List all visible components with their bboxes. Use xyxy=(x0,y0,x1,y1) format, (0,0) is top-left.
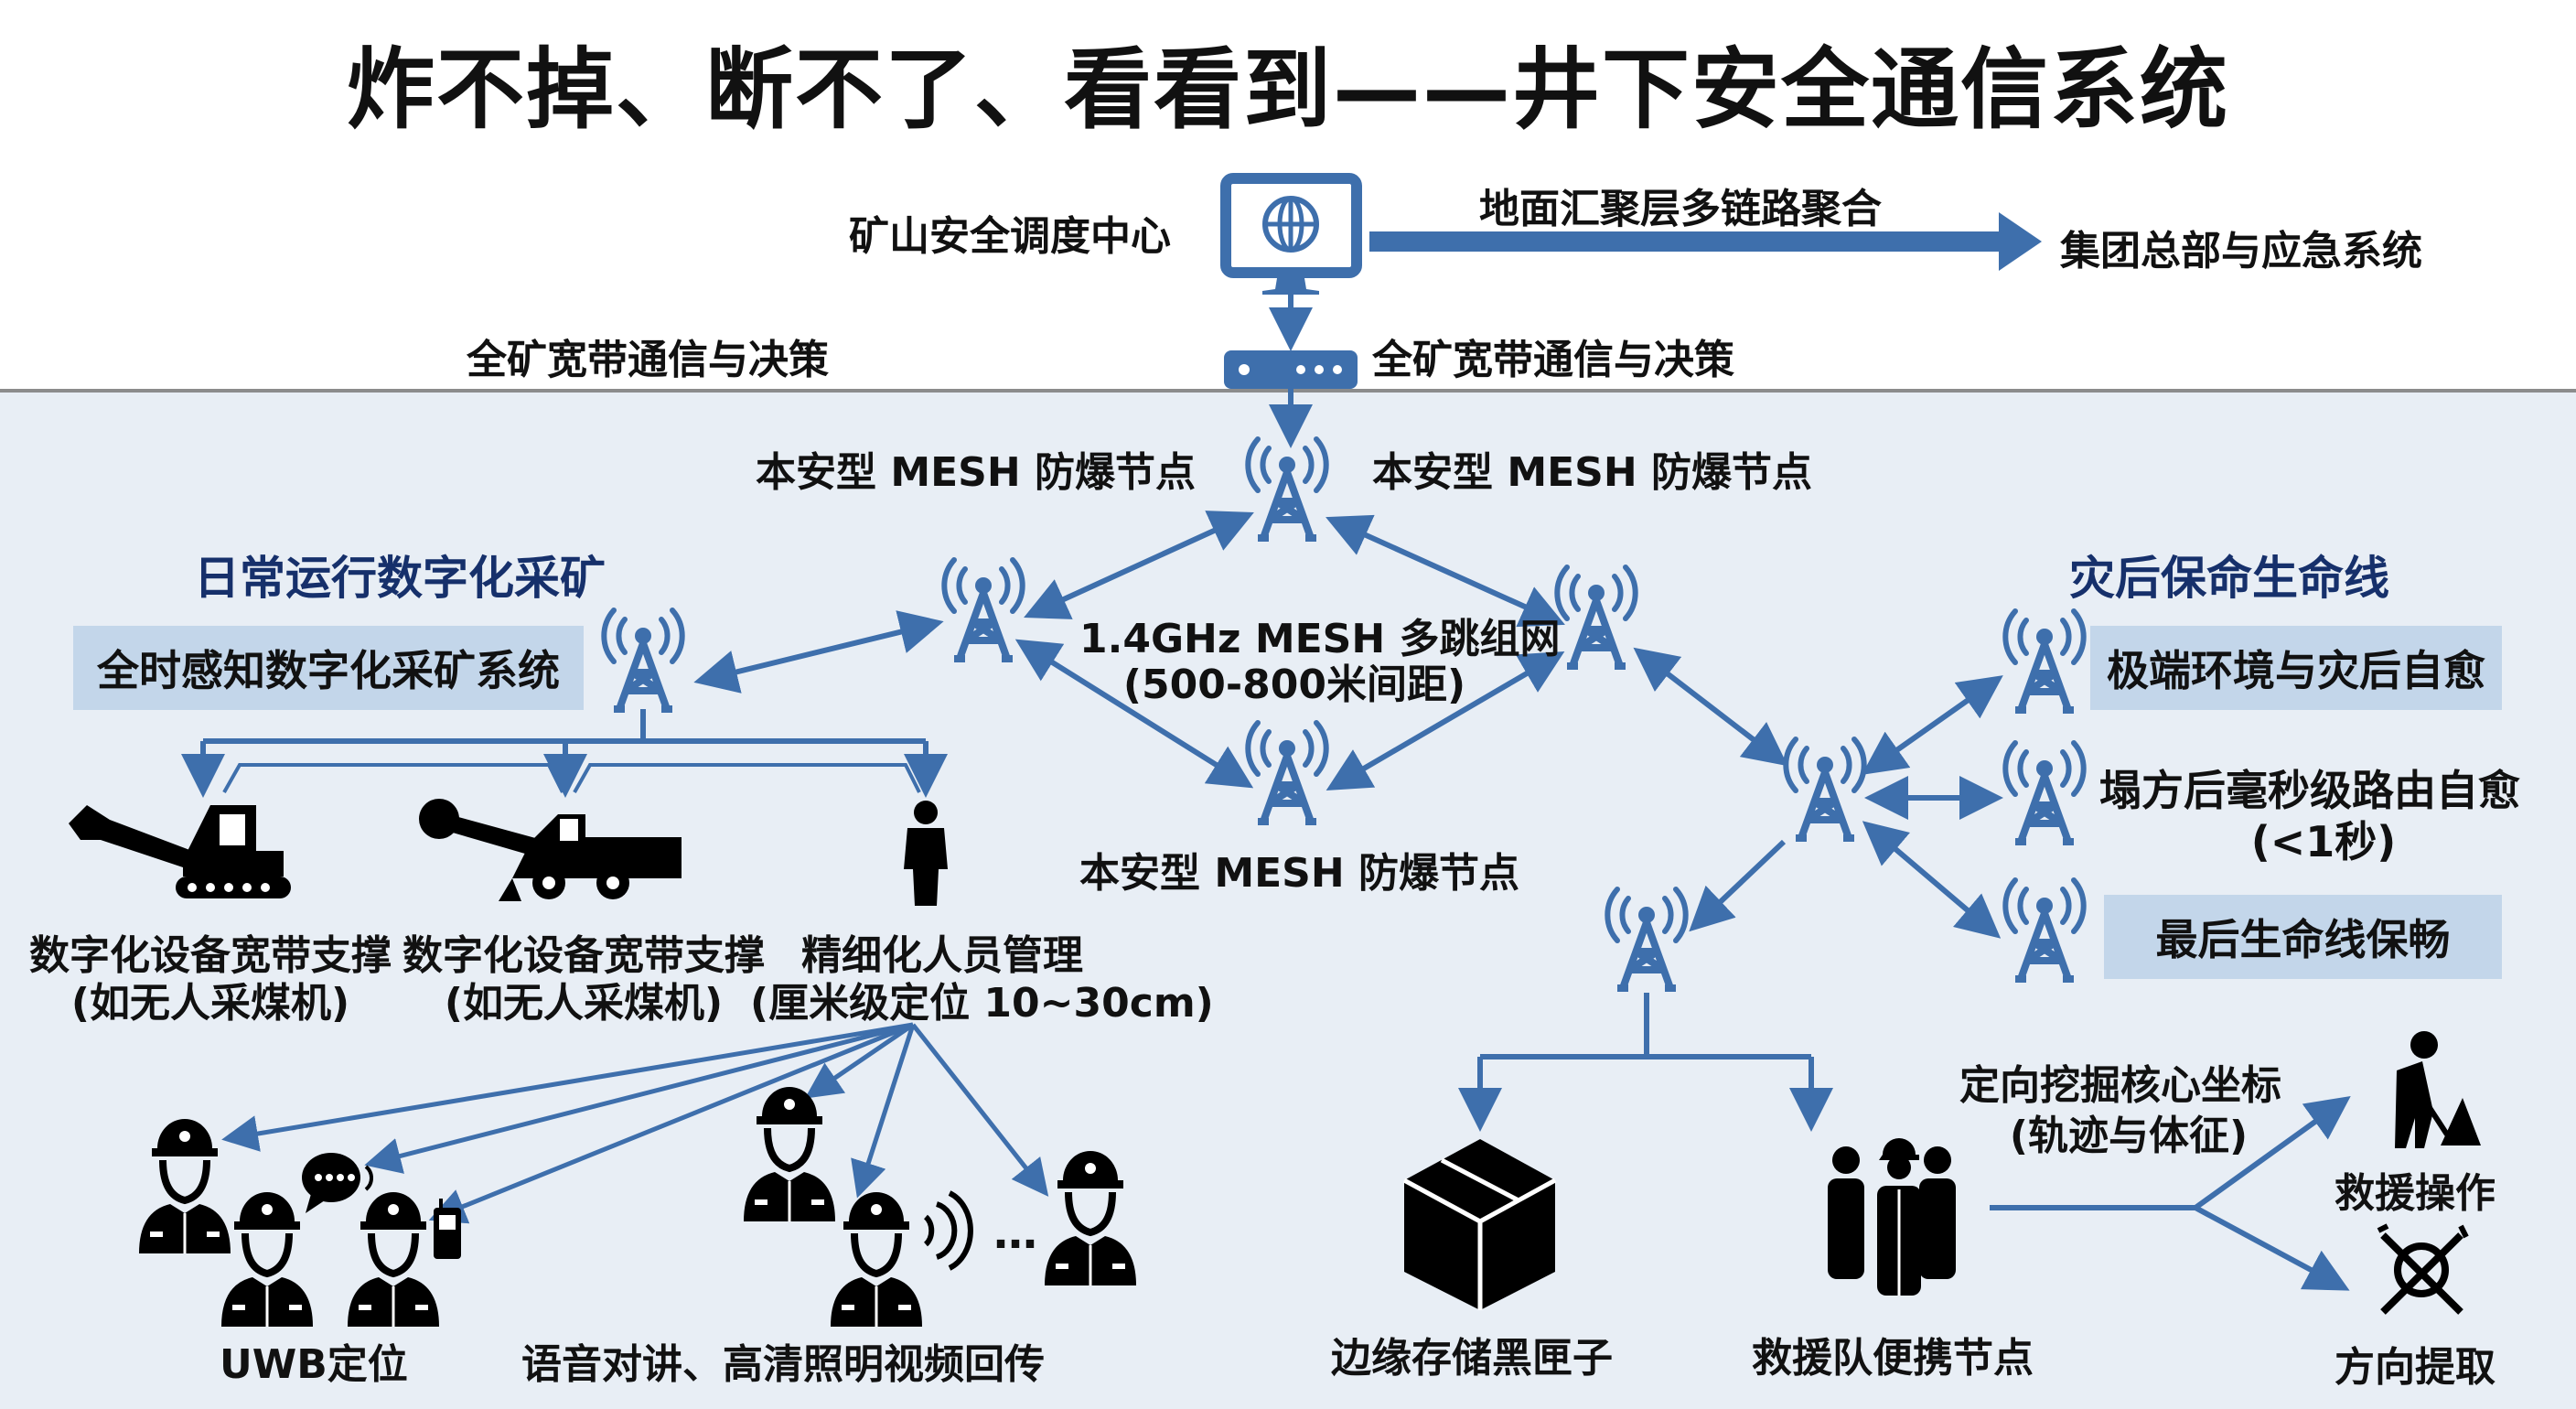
system-box-label: 全时感知数字化采矿系统 xyxy=(97,646,560,695)
mesh-tower-right xyxy=(1557,567,1635,666)
coords-label: 定向挖掘核心坐标 xyxy=(1959,1062,2281,1109)
router-icon xyxy=(1224,350,1358,389)
mesh-links xyxy=(693,511,2003,939)
person-icon xyxy=(904,801,948,906)
worker-icon xyxy=(744,1087,835,1221)
selfheal-box: 极端环境与灾后自愈 xyxy=(2090,626,2502,710)
system-box: 全时感知数字化采矿系统 xyxy=(73,626,584,710)
voice-video-label: 语音对讲、高清照明视频回传 xyxy=(521,1341,1045,1388)
black-box-label: 边缘存储黑匣子 xyxy=(1331,1335,1613,1382)
mesh-tower-mining xyxy=(604,610,682,709)
ellipsis: … xyxy=(993,1208,1037,1259)
uwb-label: UWB定位 xyxy=(220,1341,408,1388)
mesh-tower-reroute xyxy=(2005,743,2083,842)
worker-icon xyxy=(348,1192,439,1327)
direction-label: 方向提取 xyxy=(2334,1344,2496,1391)
coords-sublabel: (轨迹与体征) xyxy=(2009,1113,2249,1159)
dispatch-center-label: 矿山安全调度中心 xyxy=(849,213,1171,260)
item-label: 精细化人员管理 xyxy=(801,932,1083,979)
item-label: 数字化设备宽带支撑 xyxy=(402,932,765,979)
mesh-node-label-top-left: 本安型 MESH 防爆节点 xyxy=(756,449,1196,496)
rescue-team-icon xyxy=(1828,1138,1956,1296)
reroute-label: 塌方后毫秒级路由自愈 xyxy=(2099,766,2520,815)
mining-branch-lines xyxy=(181,709,948,798)
digging-worker-icon xyxy=(2395,1031,2481,1148)
selfheal-label: 极端环境与灾后自愈 xyxy=(2107,646,2485,695)
mesh-tower-bottom xyxy=(1248,723,1326,822)
aggregation-arrow xyxy=(1369,212,2042,271)
item-label: 数字化设备宽带支撑 xyxy=(29,932,392,979)
item-sublabel: (厘米级定位 10~30cm) xyxy=(750,980,1214,1027)
mesh-network-label: 1.4GHz MESH 多跳组网 xyxy=(1079,616,1561,662)
mesh-tower-selfheal xyxy=(2005,611,2083,710)
hq-label: 集团总部与应急系统 xyxy=(2060,228,2422,274)
rescue-op-label: 救援操作 xyxy=(2334,1170,2496,1217)
broadband-right-label: 全矿宽带通信与决策 xyxy=(1372,337,1734,383)
mesh-tower-lifeline xyxy=(2005,880,2083,979)
worker-icon xyxy=(1045,1151,1136,1285)
lifeline-label: 最后生命线保畅 xyxy=(2155,915,2451,964)
signal-waves-icon xyxy=(923,1190,973,1271)
shearer-icon xyxy=(419,799,682,901)
mesh-tower-top xyxy=(1248,439,1326,538)
worker-icon xyxy=(221,1192,313,1327)
item-sublabel: (如无人采煤机) xyxy=(444,980,724,1027)
rescue-node-label: 救援队便携节点 xyxy=(1752,1335,2034,1382)
mesh-node-label-bottom: 本安型 MESH 防爆节点 xyxy=(1079,850,1519,897)
excavator-icon xyxy=(69,805,291,898)
personnel-arrows xyxy=(221,1022,1049,1224)
direction-extraction-icon xyxy=(2377,1223,2469,1315)
left-section-title: 日常运行数字化采矿 xyxy=(194,552,606,605)
mesh-tower-hub xyxy=(1786,739,1863,838)
item-sublabel: (如无人采煤机) xyxy=(70,980,350,1027)
rescue-branch-lines xyxy=(1458,993,2351,1291)
radio-device-icon xyxy=(434,1199,461,1259)
mesh-network-spacing: (500-800米间距) xyxy=(1122,661,1466,708)
reroute-sublabel: (<1秒) xyxy=(2250,817,2397,866)
mesh-tower-left xyxy=(944,560,1022,659)
mesh-node-label-top-right: 本安型 MESH 防爆节点 xyxy=(1372,449,1812,496)
right-section-title: 灾后保命生命线 xyxy=(2069,552,2389,605)
chat-bubble-icon xyxy=(302,1153,373,1213)
worker-icon xyxy=(831,1192,922,1327)
lifeline-box: 最后生命线保畅 xyxy=(2104,895,2502,979)
broadband-left-label: 全矿宽带通信与决策 xyxy=(467,337,829,383)
mesh-tower-rescue xyxy=(1607,889,1685,988)
black-box-icon xyxy=(1402,1139,1557,1310)
worker-icon xyxy=(139,1119,231,1253)
aggregation-link-label: 地面汇聚层多链路聚合 xyxy=(1479,186,1882,232)
monitor-globe-icon xyxy=(1220,173,1362,295)
page-title: 炸不掉、断不了、看看到——井下安全通信系统 xyxy=(347,38,2229,141)
